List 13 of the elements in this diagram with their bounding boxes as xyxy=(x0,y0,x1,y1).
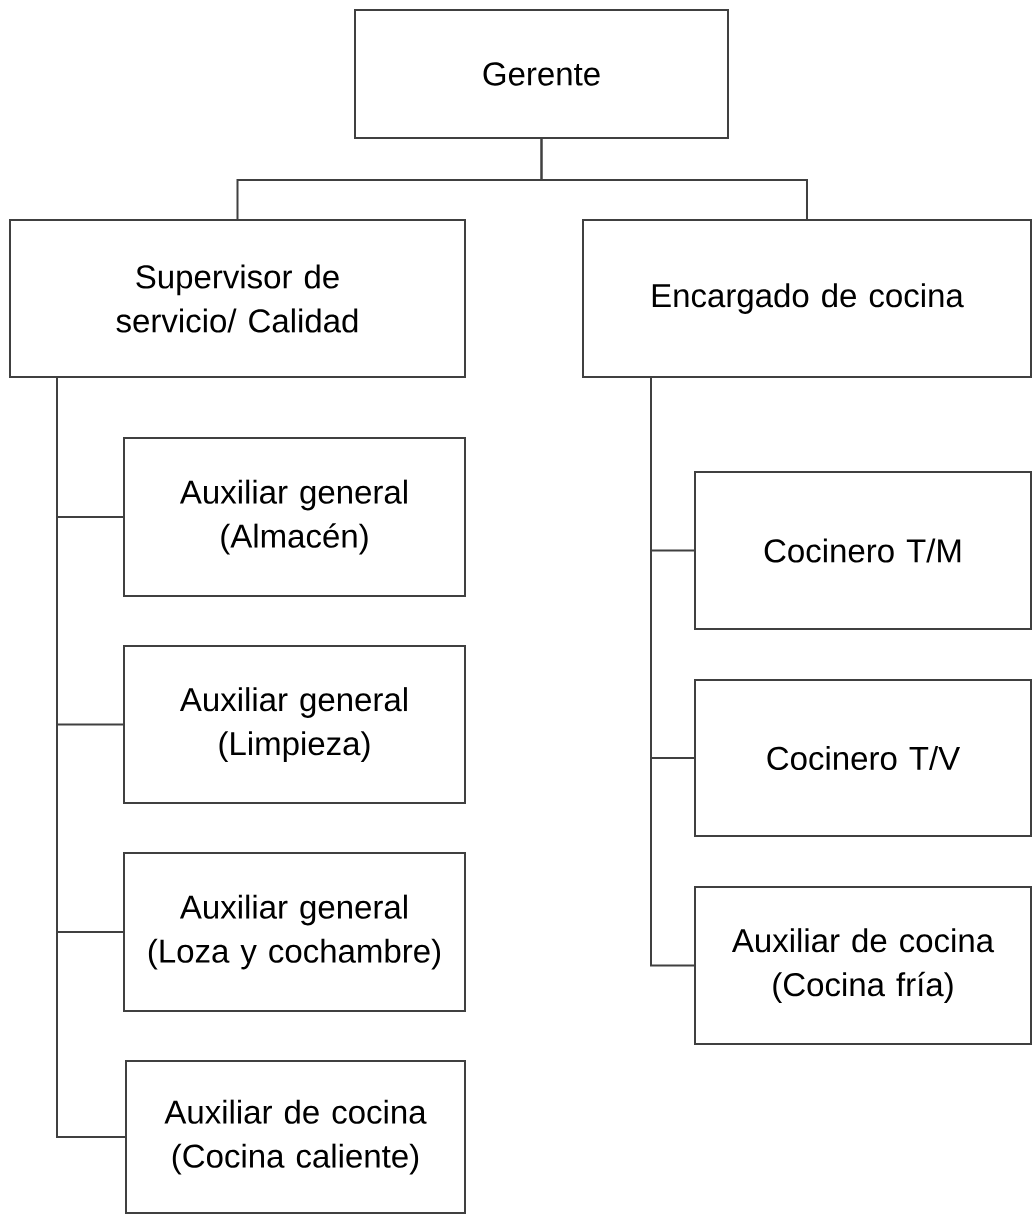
position-box: Cocinero T/V xyxy=(694,679,1032,837)
position-box: Auxiliar de cocina (Cocina fría) xyxy=(694,886,1032,1045)
position-box: Cocinero T/M xyxy=(694,471,1032,630)
connector-line xyxy=(540,138,808,220)
connector-line xyxy=(56,377,126,1138)
position-box: Gerente xyxy=(354,9,729,139)
position-box: Auxiliar de cocina (Cocina caliente) xyxy=(125,1060,466,1214)
connector-line xyxy=(650,377,695,967)
position-box: Supervisor de servicio/ Calidad xyxy=(9,219,466,378)
position-box: Auxiliar general (Loza y cochambre) xyxy=(123,852,466,1012)
position-box: Encargado de cocina xyxy=(582,219,1032,378)
position-box: Auxiliar general (Limpieza) xyxy=(123,645,466,804)
position-box: Auxiliar general (Almacén) xyxy=(123,437,466,597)
